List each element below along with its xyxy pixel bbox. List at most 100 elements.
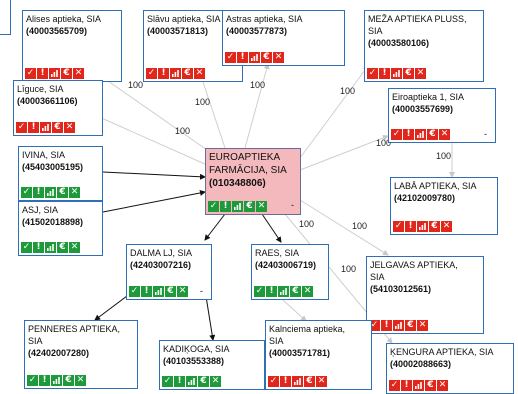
exclamation-icon[interactable]: !: [174, 376, 185, 387]
euro-icon[interactable]: €: [52, 122, 63, 133]
euro-icon[interactable]: €: [261, 52, 272, 63]
bar-chart-icon[interactable]: [249, 52, 260, 63]
check-icon[interactable]: ✓: [21, 187, 32, 198]
euro-icon[interactable]: €: [63, 375, 74, 386]
exclamation-icon[interactable]: !: [266, 286, 277, 297]
close-icon[interactable]: ✕: [439, 129, 450, 140]
close-icon[interactable]: ✕: [69, 187, 80, 198]
euro-icon[interactable]: €: [403, 68, 414, 79]
exclamation-icon[interactable]: !: [237, 52, 248, 63]
company-node-raes[interactable]: RAES, SIA(42403006719)✓!€✕: [251, 244, 329, 300]
expand-marker[interactable]: -: [484, 129, 487, 139]
expand-marker[interactable]: -: [291, 200, 294, 210]
check-icon[interactable]: ✓: [25, 68, 36, 79]
exclamation-icon[interactable]: !: [39, 375, 50, 386]
company-node-liguce[interactable]: Līguce, SIA(40003661106)✓!€✕: [13, 80, 103, 136]
bar-chart-icon[interactable]: [413, 380, 424, 391]
close-icon[interactable]: ✕: [73, 68, 84, 79]
bar-chart-icon[interactable]: [45, 187, 56, 198]
company-node-penneres[interactable]: PENNERES APTIEKA,SIA(42402007280)✓!€✕: [24, 320, 138, 389]
check-icon[interactable]: ✓: [129, 286, 140, 297]
bar-chart-icon[interactable]: [415, 129, 426, 140]
check-icon[interactable]: ✓: [367, 68, 378, 79]
company-node-kalnciema[interactable]: Kalnciema aptieka,SIA(40003571781)✓!€✕: [265, 320, 372, 390]
bar-chart-icon[interactable]: [292, 376, 303, 387]
euro-icon[interactable]: €: [165, 286, 176, 297]
bar-chart-icon[interactable]: [170, 68, 181, 79]
euro-icon[interactable]: €: [244, 201, 255, 212]
exclamation-icon[interactable]: !: [37, 68, 48, 79]
bar-chart-icon[interactable]: [186, 376, 197, 387]
bar-chart-icon[interactable]: [393, 320, 404, 331]
euro-icon[interactable]: €: [405, 320, 416, 331]
euro-icon[interactable]: €: [429, 221, 440, 232]
company-node-asj[interactable]: ASJ, SIA(41502018898)✓!€✕: [18, 201, 103, 256]
euro-icon[interactable]: €: [425, 380, 436, 391]
company-node-laba[interactable]: LABĀ APTIEKA, SIA(42102009780)✓!€✕: [390, 177, 498, 235]
close-icon[interactable]: ✕: [64, 122, 75, 133]
bar-chart-icon[interactable]: [417, 221, 428, 232]
euro-icon[interactable]: €: [182, 68, 193, 79]
company-node-eiro[interactable]: Eiroaptieka 1, SIA(40003557699)✓!€✕-: [388, 88, 496, 143]
euro-icon[interactable]: €: [427, 129, 438, 140]
euro-icon[interactable]: €: [290, 286, 301, 297]
check-icon[interactable]: ✓: [268, 376, 279, 387]
exclamation-icon[interactable]: !: [401, 380, 412, 391]
company-node-meza[interactable]: MEŽA APTIEKA PLUSS,SIA(40003580106)✓!€✕: [364, 10, 484, 82]
close-icon[interactable]: ✕: [441, 221, 452, 232]
euro-icon[interactable]: €: [57, 242, 68, 253]
check-icon[interactable]: ✓: [146, 68, 157, 79]
check-icon[interactable]: ✓: [393, 221, 404, 232]
exclamation-icon[interactable]: !: [33, 242, 44, 253]
bar-chart-icon[interactable]: [49, 68, 60, 79]
close-icon[interactable]: ✕: [210, 376, 221, 387]
bar-chart-icon[interactable]: [232, 201, 243, 212]
close-icon[interactable]: ✕: [417, 320, 428, 331]
close-icon[interactable]: ✕: [75, 375, 86, 386]
expand-marker[interactable]: -: [200, 286, 203, 296]
bar-chart-icon[interactable]: [51, 375, 62, 386]
bar-chart-icon[interactable]: [391, 68, 402, 79]
check-icon[interactable]: ✓: [16, 122, 27, 133]
close-icon[interactable]: ✕: [69, 242, 80, 253]
check-icon[interactable]: ✓: [208, 201, 219, 212]
exclamation-icon[interactable]: !: [280, 376, 291, 387]
close-icon[interactable]: ✕: [256, 201, 267, 212]
close-icon[interactable]: ✕: [273, 52, 284, 63]
exclamation-icon[interactable]: !: [141, 286, 152, 297]
close-icon[interactable]: ✕: [316, 376, 327, 387]
check-icon[interactable]: ✓: [21, 242, 32, 253]
check-icon[interactable]: ✓: [162, 376, 173, 387]
close-icon[interactable]: ✕: [415, 68, 426, 79]
check-icon[interactable]: ✓: [254, 286, 265, 297]
company-node-kengura[interactable]: ĶENGURA APTIEKA, SIA(40002088663)✓!€✕: [386, 343, 514, 394]
euro-icon[interactable]: €: [61, 68, 72, 79]
company-node-kadikoga[interactable]: KADIĶOGA, SIA(40103553388)✓!€✕: [159, 340, 265, 390]
bar-chart-icon[interactable]: [153, 286, 164, 297]
exclamation-icon[interactable]: !: [405, 221, 416, 232]
check-icon[interactable]: ✓: [27, 375, 38, 386]
exclamation-icon[interactable]: !: [403, 129, 414, 140]
company-node-ivina[interactable]: IVINA, SIA(45403005195)✓!€✕: [18, 146, 103, 201]
company-node-jelgavas[interactable]: JELGAVAS APTIEKA,SIA(54103012561)✓!€✕: [366, 256, 484, 334]
exclamation-icon[interactable]: !: [220, 201, 231, 212]
exclamation-icon[interactable]: !: [28, 122, 39, 133]
close-icon[interactable]: ✕: [302, 286, 313, 297]
euro-icon[interactable]: €: [304, 376, 315, 387]
center-company-node[interactable]: EUROAPTIEKA FARMĀCIJA, SIA (010348806) ✓…: [205, 148, 301, 215]
close-icon[interactable]: ✕: [437, 380, 448, 391]
company-node-astras[interactable]: Astras aptieka, SIA(40003577873)✓!€✕: [222, 10, 345, 66]
check-icon[interactable]: ✓: [391, 129, 402, 140]
exclamation-icon[interactable]: !: [379, 68, 390, 79]
company-node-alises[interactable]: Alises aptieka, SIA(40003565709)✓!€✕: [22, 10, 122, 82]
exclamation-icon[interactable]: !: [381, 320, 392, 331]
close-icon[interactable]: ✕: [194, 68, 205, 79]
exclamation-icon[interactable]: !: [158, 68, 169, 79]
exclamation-icon[interactable]: !: [33, 187, 44, 198]
bar-chart-icon[interactable]: [45, 242, 56, 253]
company-node-dalma[interactable]: DALMA LJ, SIA(42403007216)✓!€✕-: [126, 244, 212, 300]
check-icon[interactable]: ✓: [389, 380, 400, 391]
check-icon[interactable]: ✓: [369, 320, 380, 331]
bar-chart-icon[interactable]: [278, 286, 289, 297]
check-icon[interactable]: ✓: [225, 52, 236, 63]
